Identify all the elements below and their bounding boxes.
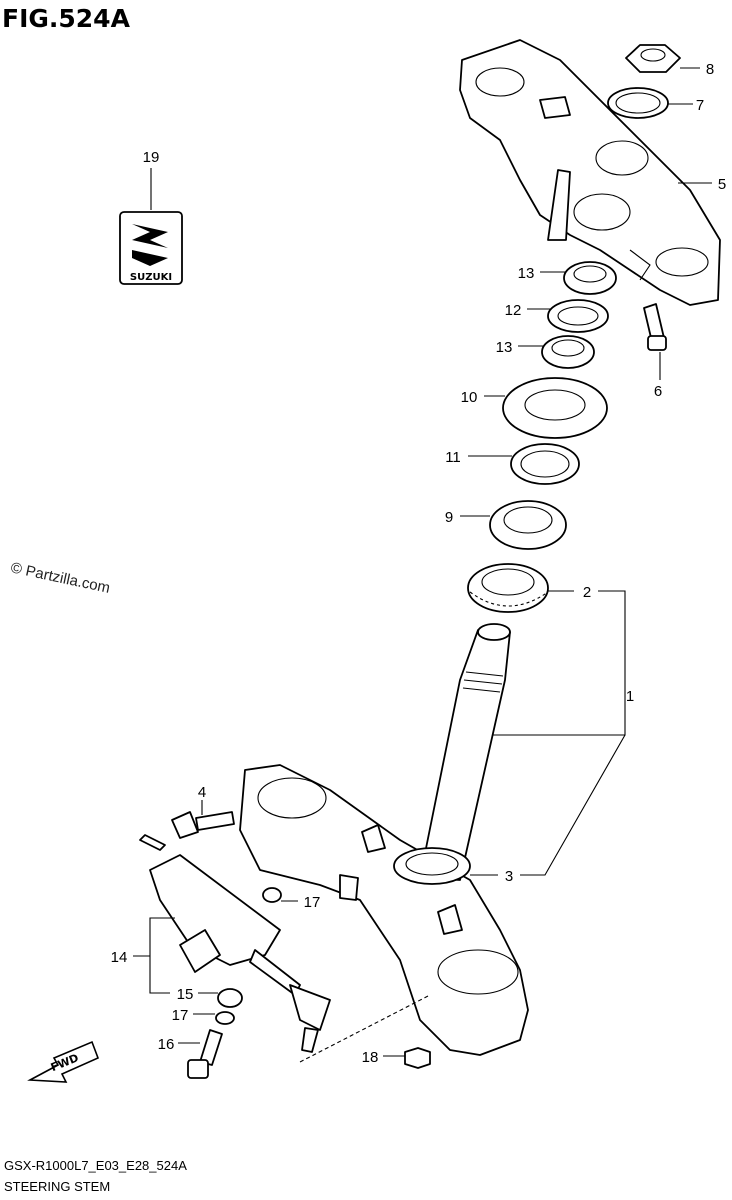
callout-8: 8	[706, 61, 714, 78]
part-13-lock-nut-lower[interactable]	[541, 335, 595, 369]
callout-6: 6	[654, 383, 662, 400]
callout-18: 18	[362, 1049, 379, 1066]
part-5-upper-bracket[interactable]	[459, 39, 721, 306]
callout-9: 9	[445, 509, 453, 526]
emblem-text: SUZUKI	[130, 272, 172, 283]
part-1-steering-stem[interactable]	[419, 623, 511, 881]
part-8-nut[interactable]	[625, 44, 681, 73]
part-7-washer[interactable]	[607, 87, 669, 119]
part-6-bolt[interactable]	[643, 303, 667, 351]
footer-model-code: GSX-R1000L7_E03_E28_524A	[4, 1158, 187, 1173]
callout-10: 10	[461, 389, 478, 406]
callout-14: 14	[111, 949, 128, 966]
lower-bracket[interactable]	[239, 764, 529, 1056]
callout-15: 15	[177, 986, 194, 1003]
footer-caption: STEERING STEM	[4, 1179, 110, 1194]
callout-11: 11	[445, 449, 461, 466]
callout-13-upper: 13	[518, 265, 535, 282]
part-11-washer[interactable]	[510, 443, 580, 485]
part-17-washer-upper[interactable]	[262, 887, 282, 903]
callout-17-upper: 17	[304, 894, 321, 911]
callout-13-lower: 13	[496, 339, 513, 356]
part-18-nut[interactable]	[404, 1047, 431, 1069]
part-12-washer[interactable]	[547, 299, 609, 333]
callout-5: 5	[718, 176, 726, 193]
part-16-bolt[interactable]	[187, 1029, 223, 1079]
figure-title: FIG.524A	[2, 4, 131, 33]
part-4-bolt[interactable]	[171, 811, 235, 839]
callout-2: 2	[583, 584, 591, 601]
part-17-washer-lower[interactable]	[215, 1011, 235, 1025]
fwd-arrow-icon: FWD	[27, 1040, 100, 1083]
part-2-upper-bearing[interactable]	[467, 563, 549, 613]
part-19-suzuki-emblem[interactable]: SUZUKI	[119, 211, 183, 285]
part-15-bushing[interactable]	[217, 988, 243, 1008]
leader-lines	[133, 67, 712, 1057]
part-9-bearing-cap[interactable]	[489, 500, 567, 550]
callout-17-lower: 17	[172, 1007, 189, 1024]
part-3-lower-bearing[interactable]	[393, 847, 471, 885]
watermark: © Partzilla.com	[9, 559, 111, 597]
callouts: 19 8 7 5 13 12 13 6 10 11 9 2 1 3 4 17 1…	[111, 61, 727, 1066]
callout-4: 4	[198, 784, 206, 801]
callout-19: 19	[143, 149, 160, 166]
part-10-dust-seal[interactable]	[502, 377, 608, 439]
callout-16: 16	[158, 1036, 175, 1053]
callout-3: 3	[505, 868, 513, 885]
part-14-steering-damper[interactable]	[139, 834, 331, 1053]
callout-12: 12	[505, 302, 522, 319]
callout-1: 1	[626, 688, 634, 705]
callout-7: 7	[696, 97, 704, 114]
part-13-lock-nut-upper[interactable]	[563, 261, 617, 295]
